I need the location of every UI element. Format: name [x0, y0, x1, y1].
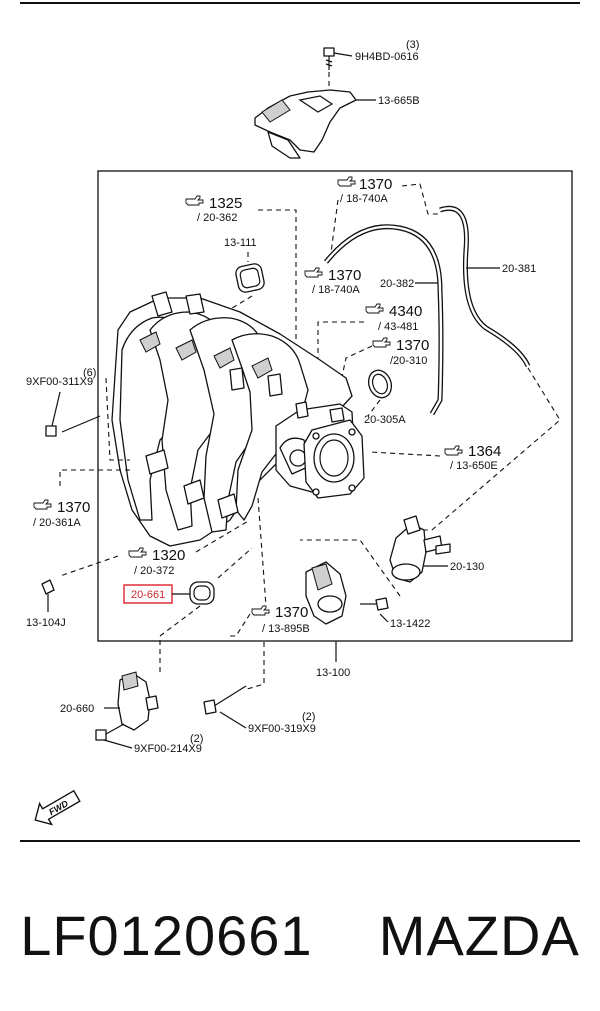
plug-13-104j-icon — [41, 579, 55, 612]
svg-text:1370: 1370 — [328, 267, 361, 284]
fwd-arrow-icon: FWD — [34, 789, 81, 826]
svg-text:1370: 1370 — [396, 337, 429, 354]
ref-1370-18-740a-mid: 1370 / 18-740A — [304, 267, 361, 296]
label-9xf00-319-qty: (2) — [302, 711, 315, 723]
label-20-130: 20-130 — [450, 561, 484, 573]
label-9h4bd: 9H4BD-0616 — [355, 51, 419, 63]
ref-1325-20-362: 1325 / 20-362 — [185, 195, 242, 224]
bracket-13-665b — [254, 89, 376, 159]
ref-1370-20-310: 1370 /20-310 — [372, 337, 429, 367]
svg-text:/ 13-650E: / 13-650E — [450, 460, 498, 472]
gasket-13-111 — [235, 263, 265, 293]
svg-text:1320: 1320 — [152, 547, 185, 564]
svg-text:/ 20-361A: / 20-361A — [33, 517, 81, 529]
label-13-665b: 13-665B — [378, 95, 420, 107]
gasket-20-661 — [189, 581, 215, 605]
brand-name: MAZDA — [378, 903, 580, 967]
label-20-381: 20-381 — [502, 263, 536, 275]
ref-1320-20-372: 1320 / 20-372 — [128, 547, 185, 577]
svg-text:/ 18-740A: / 18-740A — [340, 193, 388, 205]
ref-1370-18-740a-top: 1370 / 18-740A — [337, 176, 392, 205]
bolt-top-icon — [323, 47, 353, 70]
svg-text:/ 13-895B: / 13-895B — [262, 623, 310, 635]
gasket-20-305a — [367, 369, 393, 399]
svg-text:/20-310: /20-310 — [390, 355, 427, 367]
throttle-body — [303, 419, 365, 499]
label-13-1422: 13-1422 — [390, 618, 430, 630]
ref-4340-43-481: 4340 / 43-481 — [365, 303, 422, 333]
label-20-660: 20-660 — [60, 703, 94, 715]
svg-text:1364: 1364 — [468, 443, 501, 460]
svg-text:1370: 1370 — [275, 604, 308, 621]
label-20-661: 20-661 — [131, 589, 165, 601]
bolt-9xf00-214-icon — [95, 723, 125, 741]
svg-text:/ 18-740A: / 18-740A — [312, 284, 360, 296]
label-9xf00-214-qty: (2) — [190, 733, 203, 745]
svg-text:1370: 1370 — [57, 499, 90, 516]
valve-13-1422 — [305, 561, 389, 625]
label-9xf00-319: 9XF00-319X9 — [248, 723, 316, 735]
intake-manifold — [111, 291, 355, 547]
svg-text:/ 20-372: / 20-372 — [134, 565, 174, 577]
label-13-111: 13-111 — [224, 237, 257, 249]
bolt-9xf00-311-icon — [45, 391, 101, 437]
label-9h4bd-qty: (3) — [406, 39, 419, 51]
part-caption: LF0120661 MAZDA — [0, 880, 600, 990]
ref-1370-13-895b: 1370 / 13-895B — [251, 604, 310, 635]
svg-text:/ 20-362: / 20-362 — [197, 212, 237, 224]
part-number: LF0120661 — [20, 903, 313, 967]
svg-text:1325: 1325 — [209, 195, 242, 212]
solenoid-20-130 — [389, 515, 451, 583]
svg-text:1370: 1370 — [359, 176, 392, 193]
label-9xf00-311-qty: (6) — [83, 367, 96, 379]
svg-text:4340: 4340 — [389, 303, 422, 320]
ref-1364-13-650e: 1364 / 13-650E — [444, 443, 501, 472]
label-20-382: 20-382 — [380, 278, 414, 290]
svg-text:/ 43-481: / 43-481 — [378, 321, 418, 333]
bolt-9xf00-319-icon — [203, 685, 247, 715]
label-9xf00-214: 9XF00-214X9 — [134, 743, 202, 755]
label-13-100: 13-100 — [316, 667, 350, 679]
assembly-frame — [97, 170, 573, 642]
sensor-20-660 — [117, 671, 159, 731]
label-13-104j: 13-104J — [26, 617, 66, 629]
label-20-305a: 20-305A — [364, 414, 406, 426]
label-9xf00-311: 9XF00-311X9 — [26, 376, 93, 388]
ref-1370-20-361a: 1370 / 20-361A — [33, 499, 90, 529]
